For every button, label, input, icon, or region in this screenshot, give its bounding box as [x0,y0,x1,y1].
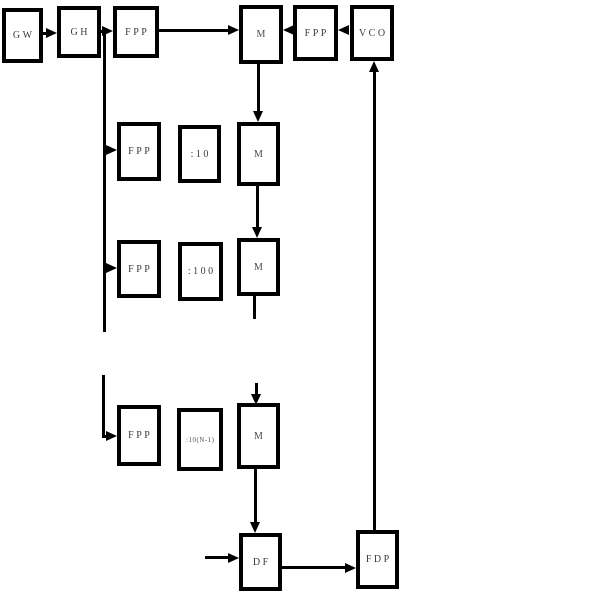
block-mixer-3: M [237,238,280,296]
block-fpp-top: FPP [113,6,159,58]
connector-mixer2-mixer3 [256,186,259,228]
bus-left-lower [102,375,105,438]
arrowhead-gw-gh [46,28,57,38]
arrowhead-vco-fppright [338,25,349,35]
arrowhead-branch-row3 [106,263,117,273]
block-fpp-row3: FPP [117,240,161,298]
block-mixer-4: M [237,403,280,469]
connector-fdp-vco [373,72,376,530]
connector-mixer4-top [255,383,258,395]
arrowhead-fdp-vco [369,61,379,72]
connector-df-input [205,556,229,559]
block-gw: GW [2,8,43,63]
arrowhead-mixer4-df [250,522,260,533]
arrowhead-fpp-mixer1 [228,25,239,35]
block-fpp-right: FPP [293,5,338,61]
arrowhead-gh-fpp [102,26,113,36]
arrowhead-branch-row4 [106,431,117,441]
block-df: DF [239,533,282,591]
bus-left-upper [103,30,106,332]
arrowhead-into-mixer4 [251,394,261,405]
arrowhead-mixer1-mixer2 [253,111,263,122]
connector-mixer4-df [254,469,257,523]
arrowhead-df-input [228,553,239,563]
arrowhead-fppright-mixer1 [283,25,294,35]
connector-df-fdp [282,566,346,569]
arrowhead-df-fdp [345,563,356,573]
block-mixer-2: M [237,122,280,186]
block-fpp-row4: FPP [117,405,161,466]
block-divider-10n: :10(N-1) [177,408,223,471]
block-divider-10: :10 [178,125,221,183]
connector-fpp-mixer1 [159,29,229,32]
block-mixer-1: M [239,5,283,64]
connector-mixer3-stub [253,296,256,319]
block-gh: GH [57,6,101,58]
arrowhead-branch-row2 [106,145,117,155]
block-fdp: FDP [356,530,399,589]
block-vco: VCO [350,5,394,61]
block-fpp-row2: FPP [117,122,161,181]
block-divider-100: :100 [178,242,223,301]
branch-row4 [102,435,108,438]
arrowhead-mixer2-mixer3 [252,227,262,238]
connector-mixer1-mixer2 [257,64,260,112]
